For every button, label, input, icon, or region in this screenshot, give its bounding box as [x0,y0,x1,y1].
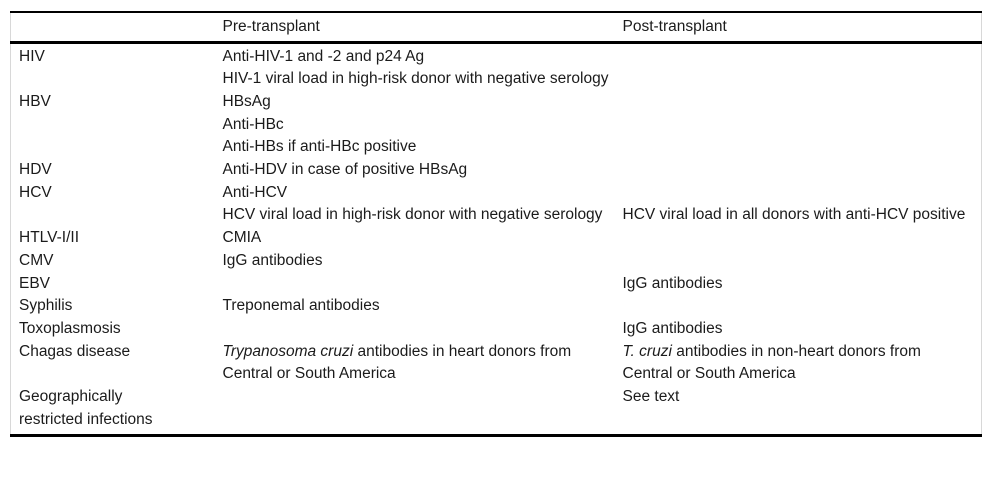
pre-cell: Trypanosoma cruzi antibodies in heart do… [223,341,623,386]
row-geographically-restricted: Geographically restricted infections See… [11,386,982,436]
table-header: Pre-transplant Post-transplant [10,12,982,42]
pre-cell: HCV viral load in high-risk donor with n… [222,206,603,224]
disease-cell: HIV [19,47,45,65]
pre-cell: CMIA [222,229,262,247]
row-hbv-continued: Anti-HBc [11,114,982,137]
disease-cell: HCV [19,183,52,201]
pre-cell: IgG antibodies [222,251,323,269]
post-cell [623,136,982,159]
table-body: HIV Anti-HIV-1 and -2 and p24 Ag HIV-1 v… [11,42,982,436]
post-cell-text: antibodies in non-heart donors from Cent… [622,342,921,383]
post-cell [623,42,982,68]
post-cell [623,250,982,273]
row-hbv: HBV HBsAg [11,91,982,114]
header-disease [11,12,223,42]
post-cell [623,227,982,250]
pre-cell: Anti-HBs if anti-HBc positive [222,138,417,156]
species-name-italic: T. cruzi [622,342,672,360]
pre-cell: Anti-HDV in case of positive HBsAg [222,161,468,179]
disease-cell [11,136,223,159]
row-ebv: EBV IgG antibodies [11,273,982,296]
row-syphilis: Syphilis Treponemal antibodies [11,295,982,318]
screening-table: Pre-transplant Post-transplant HIV Anti-… [10,11,982,438]
disease-cell: CMV [19,251,54,269]
disease-cell [11,68,223,91]
pre-cell: Anti-HCV [222,183,288,201]
pre-cell: HIV-1 viral load in high-risk donor with… [222,70,609,88]
screening-table-container: Pre-transplant Post-transplant HIV Anti-… [10,11,982,438]
row-hbv-continued-2: Anti-HBs if anti-HBc positive [11,136,982,159]
row-hiv-continued: HIV-1 viral load in high-risk donor with… [11,68,982,91]
pre-cell [223,273,623,296]
post-cell: IgG antibodies [622,319,723,337]
disease-cell: Chagas disease [19,342,131,360]
disease-cell: Toxoplasmosis [19,319,121,337]
pre-cell [223,318,623,341]
post-cell: HCV viral load in all donors with anti-H… [622,206,966,224]
header-row: Pre-transplant Post-transplant [10,12,982,42]
disease-cell [11,204,223,227]
pre-cell: HBsAg [222,92,271,110]
pre-cell-text: antibodies in heart donors from Central … [222,342,572,383]
row-chagas: Chagas disease Trypanosoma cruzi antibod… [11,341,982,386]
post-cell: See text [622,388,680,406]
post-cell [623,91,982,114]
row-hcv-continued: HCV viral load in high-risk donor with n… [11,204,982,227]
post-cell [623,159,982,182]
row-toxoplasmosis: Toxoplasmosis IgG antibodies [11,318,982,341]
species-name-italic: Trypanosoma cruzi [222,342,354,360]
disease-cell: HDV [19,161,52,179]
post-cell [623,295,982,318]
row-hcv: HCV Anti-HCV [11,182,982,205]
pre-cell [223,386,623,436]
disease-cell: EBV [19,274,51,292]
disease-cell: Geographically restricted infections [19,388,153,428]
header-pre-transplant: Pre-transplant [222,17,320,35]
disease-cell: Syphilis [19,297,73,315]
post-cell: IgG antibodies [622,274,723,292]
row-htlv: HTLV-I/II CMIA [11,227,982,250]
post-cell [623,68,982,91]
disease-cell: HTLV-I/II [19,229,80,247]
disease-cell: HBV [19,92,51,110]
row-cmv: CMV IgG antibodies [11,250,982,273]
pre-cell: Anti-HBc [222,115,284,133]
row-hdv: HDV Anti-HDV in case of positive HBsAg [11,159,982,182]
post-cell [623,182,982,205]
pre-cell: Anti-HIV-1 and -2 and p24 Ag [222,47,425,65]
pre-cell: Treponemal antibodies [222,297,380,315]
row-hiv: HIV Anti-HIV-1 and -2 and p24 Ag [11,42,982,68]
post-cell: T. cruzi antibodies in non-heart donors … [623,341,982,386]
disease-cell [11,114,223,137]
header-post-transplant: Post-transplant [622,17,727,35]
post-cell [623,114,982,137]
